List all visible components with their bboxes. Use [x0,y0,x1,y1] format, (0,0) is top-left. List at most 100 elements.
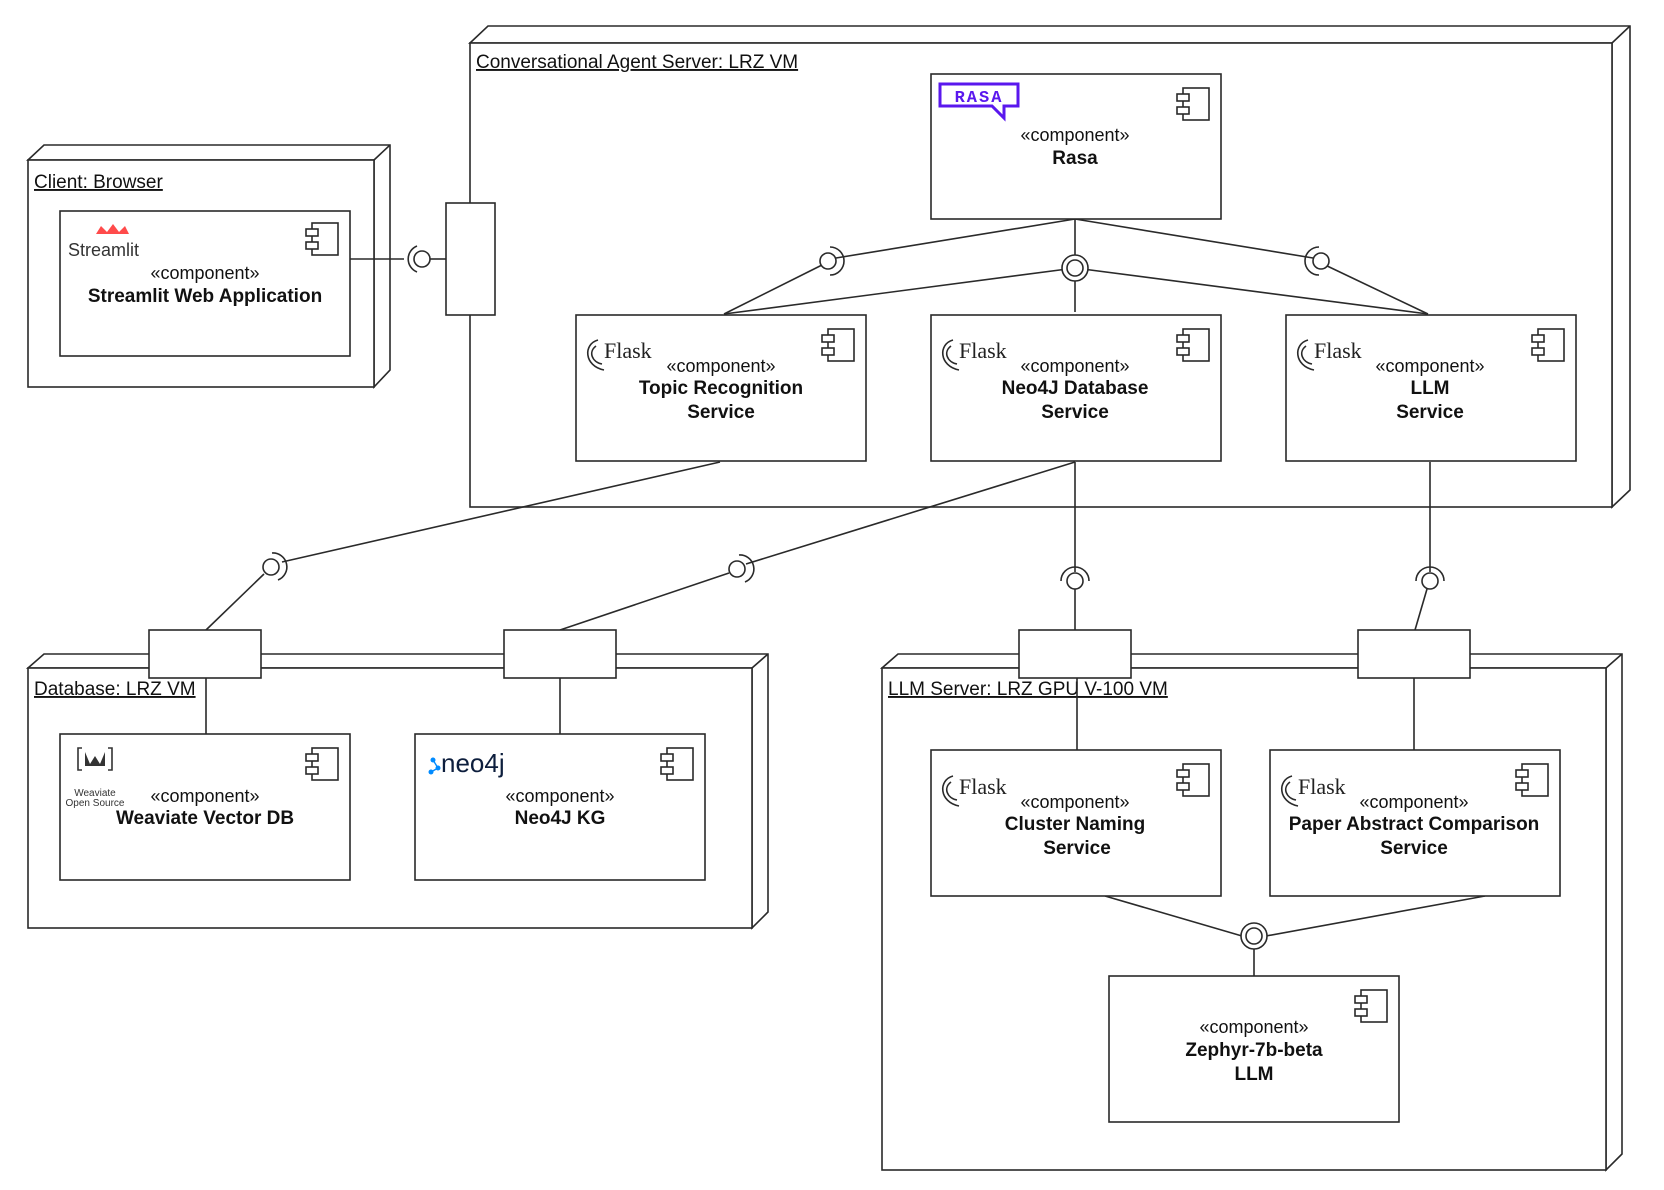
component-stereotype: «component» [1020,792,1129,812]
provided-interface-ball [413,250,431,268]
component-box [414,733,706,881]
required-interface-socket [1304,246,1320,276]
provided-interface-ball [262,558,280,576]
component-stereotype: «component» [1020,356,1129,376]
component-name-line2: Service [1380,838,1448,859]
port-database-neo4j [503,629,617,679]
component-icon [1176,763,1210,797]
component-streamlit: Streamlit «component» Streamlit Web Appl… [59,210,351,357]
component-name: Rasa [1052,148,1098,169]
component-name-line2: Service [1041,402,1109,423]
component-rasa: RASA «component» Rasa [930,73,1222,220]
provided-interface-ball [728,560,746,578]
weaviate-logo-text: Weaviate [74,788,116,799]
component-icon [305,222,339,256]
connector-line [1322,263,1429,315]
node-title: LLM Server: LRZ GPU V-100 VM [888,679,1168,700]
component-zephyr: «component» Zephyr-7b-beta LLM [1108,975,1400,1123]
component-name-line1: LLM [1410,378,1449,399]
required-interface-socket [1415,566,1445,582]
component-cluster-naming: Flask «component» Cluster Naming Service [930,749,1222,897]
connector-line [745,461,1076,565]
component-stereotype: «component» [150,786,259,806]
component-icon [1176,328,1210,362]
component-stereotype: «component» [1375,356,1484,376]
port-llm-paper [1357,629,1471,679]
connector-line [1074,267,1429,315]
node-title: Client: Browser [34,172,163,193]
connector-line [723,263,825,315]
connector-line [835,218,1076,259]
port-agent-server [445,202,496,316]
connector-line [559,572,730,631]
required-interface-socket [829,246,845,276]
streamlit-logo-text: Streamlit [68,240,139,260]
required-interface-socket [271,552,288,581]
provided-interface-ball [1312,252,1330,270]
component-icon [1354,989,1388,1023]
component-box [59,210,351,357]
component-name: Streamlit Web Application [88,286,322,307]
component-stereotype: «component» [1359,792,1468,812]
component-name-line1: Neo4J Database [1002,378,1149,399]
connectors [205,218,1486,976]
neo4j-logo-text: neo4j [441,748,505,778]
node-edge-line [1605,653,1623,669]
component-icon [305,747,339,781]
weaviate-logo-icon [77,747,113,771]
provided-interface-ball [819,252,837,270]
provided-interface-ball [1066,572,1084,590]
connector-line [205,573,265,631]
component-name-line1: Topic Recognition [639,378,803,399]
provided-interface-ball [1066,259,1084,277]
node-edge-line [751,653,769,669]
node-title: Conversational Agent Server: LRZ VM [476,52,798,73]
component-neo4j-database-service: Flask «component» Neo4J Database Service [930,314,1222,462]
flask-logo-icon [1297,339,1315,371]
weaviate-logo-subtext: Open Source [66,798,125,809]
component-icon [821,328,855,362]
component-name-line2: Service [687,402,755,423]
component-stereotype: «component» [666,356,775,376]
component-box [930,314,1222,462]
component-name-line1: Zephyr-7b-beta [1185,1040,1323,1061]
required-interface-socket [407,245,418,273]
component-name-line2: Service [1043,838,1111,859]
component-name-line1: Paper Abstract Comparison [1289,814,1540,835]
component-icon [1531,328,1565,362]
streamlit-logo-icon [96,224,129,234]
neo4j-logo-icon [428,757,441,775]
provided-interface-ball [1421,572,1439,590]
component-box [930,73,1222,220]
port-llm-cluster [1018,629,1132,679]
rasa-logo-icon: RASA [938,82,1020,122]
required-interface-socket [1060,566,1090,582]
component-llm-service: Flask «component» LLM Service [1285,314,1577,462]
component-name: Neo4J KG [515,808,606,829]
provided-interface-ball [1245,927,1263,945]
component-box [575,314,867,462]
component-icon [1176,87,1210,121]
port-database-weaviate [148,629,262,679]
node-edge-line [1611,25,1631,44]
connector-line [1414,588,1428,631]
component-stereotype: «component» [505,786,614,806]
node-title: Database: LRZ VM [34,679,196,700]
component-box [1108,975,1400,1123]
connector-line [1074,218,1314,259]
flask-logo-icon [942,775,960,807]
component-icon [1515,763,1549,797]
component-neo4j-kg: neo4j «component» Neo4J KG [414,733,706,881]
flask-logo-icon [587,339,605,371]
flask-logo-text: Flask [959,338,1007,363]
component-topic-recognition: Flask «component» Topic Recognition Serv… [575,314,867,462]
flask-logo-text: Flask [1298,774,1346,799]
required-interface-socket [738,554,755,583]
component-box [59,733,351,881]
flask-logo-text: Flask [1314,338,1362,363]
component-stereotype: «component» [1199,1017,1308,1037]
flask-logo-text: Flask [604,338,652,363]
rasa-logo-text: RASA [955,89,1004,108]
component-name: Weaviate Vector DB [116,808,294,829]
component-weaviate: Weaviate Open Source «component» Weaviat… [59,733,351,881]
